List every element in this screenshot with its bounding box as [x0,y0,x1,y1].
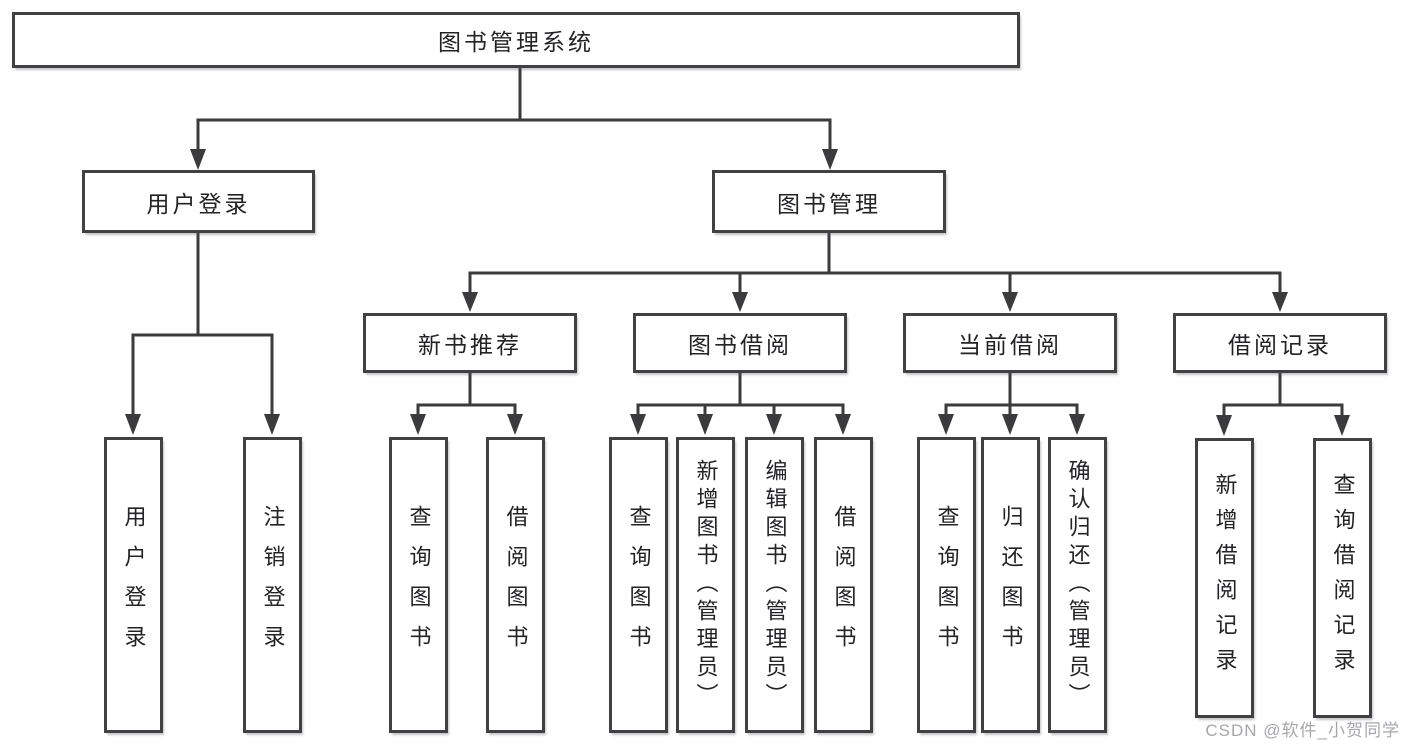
leaf-query-books-3: 查询图书 [917,437,976,733]
leaf-query-books-2-label: 查询图书 [626,505,652,665]
leaf-query-books-1-label: 查询图书 [406,505,432,665]
node-book-management-label: 图书管理 [777,190,881,217]
leaf-borrow-books-2: 借阅图书 [814,437,873,733]
leaf-return-book: 归还图书 [981,437,1040,733]
node-current-borrow: 当前借阅 [903,313,1117,373]
leaf-borrow-books-1-label: 借阅图书 [503,505,529,665]
leaf-query-borrow-record: 查询借阅记录 [1313,438,1372,718]
leaf-borrow-books-2-label: 借阅图书 [831,505,857,665]
node-user-login: 用户登录 [82,170,315,233]
leaf-add-book-admin: 新增图书（管理员） [676,437,735,733]
leaf-edit-book-admin: 编辑图书（管理员） [745,437,804,733]
node-book-borrow-label: 图书借阅 [688,332,792,358]
leaf-user-login: 用户登录 [104,437,163,733]
node-new-book-recommend-label: 新书推荐 [418,332,522,358]
leaf-user-login-label: 用户登录 [121,505,147,665]
node-root-system: 图书管理系统 [12,12,1020,68]
leaf-logout: 注销登录 [243,437,302,733]
node-borrow-records-label: 借阅记录 [1228,332,1332,358]
leaf-edit-book-admin-label: 编辑图书（管理员） [762,459,788,711]
leaf-add-borrow-record: 新增借阅记录 [1195,438,1254,718]
leaf-add-borrow-record-label: 新增借阅记录 [1212,473,1238,683]
leaf-confirm-return-admin-label: 确认归还（管理员） [1065,459,1091,711]
node-current-borrow-label: 当前借阅 [958,332,1062,358]
leaf-query-books-2: 查询图书 [609,437,668,733]
leaf-query-borrow-record-label: 查询借阅记录 [1330,473,1356,683]
csdn-watermark: CSDN @软件_小贺同学 [1205,721,1400,740]
leaf-borrow-books-1: 借阅图书 [486,437,545,733]
node-user-login-label: 用户登录 [146,190,251,217]
leaf-return-book-label: 归还图书 [998,505,1024,665]
node-root-label: 图书管理系统 [438,29,594,55]
node-borrow-records: 借阅记录 [1173,313,1387,373]
leaf-query-books-3-label: 查询图书 [934,505,960,665]
node-new-book-recommend: 新书推荐 [363,313,577,373]
leaf-add-book-admin-label: 新增图书（管理员） [693,459,719,711]
leaf-confirm-return-admin: 确认归还（管理员） [1048,437,1107,733]
node-book-management: 图书管理 [712,170,946,233]
node-book-borrow: 图书借阅 [633,313,847,373]
leaf-query-books-1: 查询图书 [389,437,448,733]
leaf-logout-label: 注销登录 [260,505,286,665]
